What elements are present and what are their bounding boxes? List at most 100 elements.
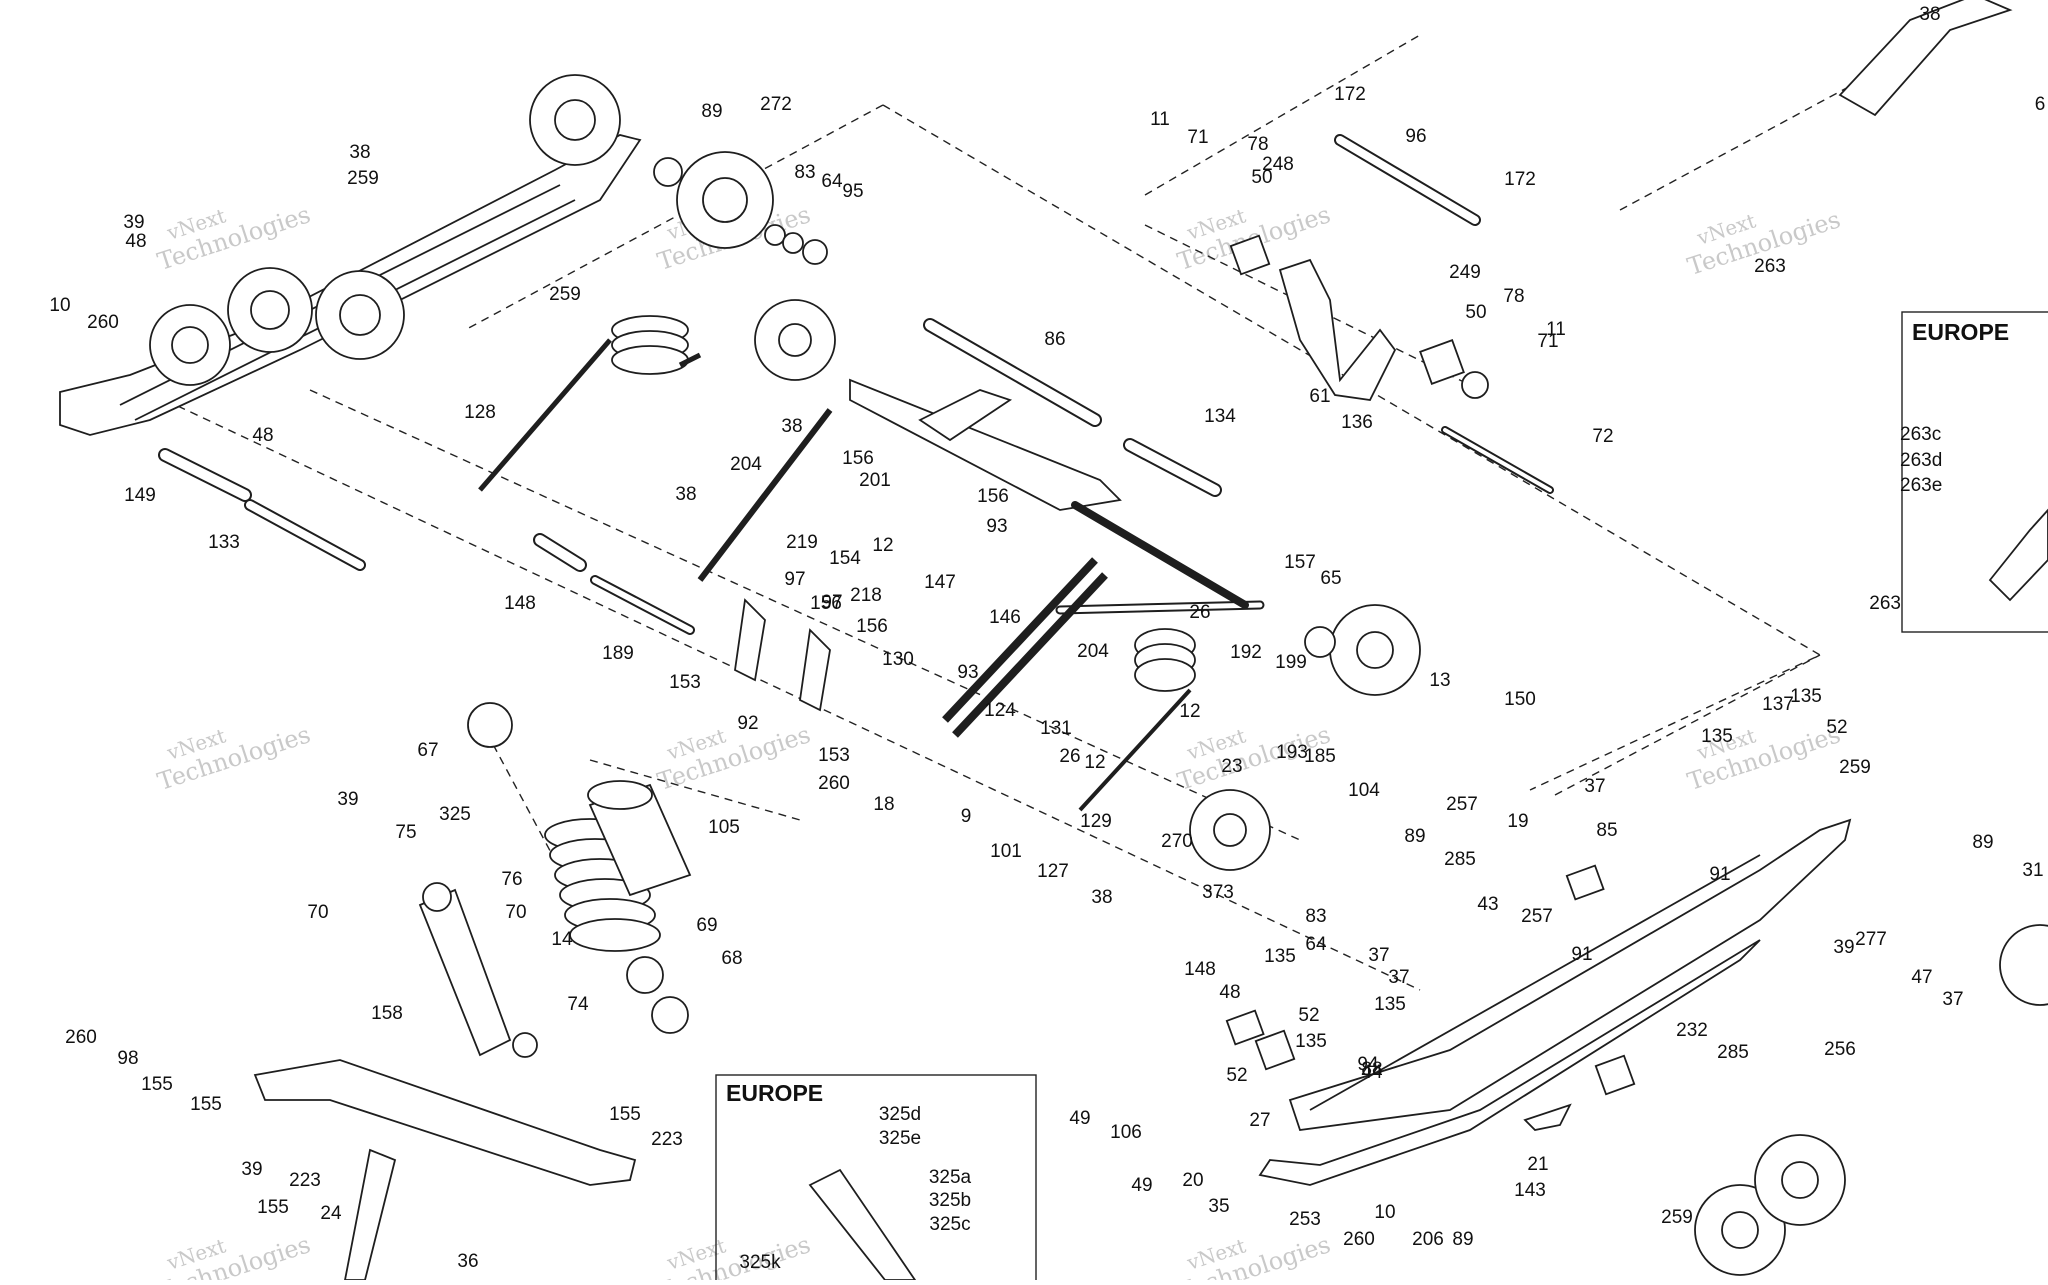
- part-callout: 38: [1919, 4, 1940, 25]
- part-callout: 91: [1571, 944, 1592, 965]
- part-callout: 85: [1596, 820, 1617, 841]
- part-callout: 189: [602, 643, 634, 664]
- part-callout: 135: [1374, 994, 1406, 1015]
- part-callout: 257: [1521, 906, 1553, 927]
- part-callout: 20: [1182, 1170, 1203, 1191]
- part-callout: 31: [2022, 860, 2043, 881]
- part-callout: 49: [1131, 1175, 1152, 1196]
- part-callout: 13: [1429, 670, 1450, 691]
- part-callout: 6: [2035, 94, 2046, 115]
- part-callout: 260: [65, 1027, 97, 1048]
- part-callout: 89: [1972, 832, 1993, 853]
- europe-inset-title: EUROPE: [726, 1080, 823, 1106]
- part-callout: 260: [1343, 1229, 1375, 1250]
- part-callout: 129: [1080, 811, 1112, 832]
- part-callout: 130: [882, 649, 914, 670]
- part-callout: 83: [794, 162, 815, 183]
- part-callout: 263: [1754, 256, 1786, 277]
- inset-callout: 325d: [879, 1104, 921, 1125]
- part-callout: 277: [1855, 929, 1887, 950]
- part-callout: 127: [1037, 861, 1069, 882]
- part-callout: 156: [842, 448, 874, 469]
- part-callout: 38: [781, 416, 802, 437]
- part-callout: 157: [1284, 552, 1316, 573]
- part-callout: 223: [289, 1170, 321, 1191]
- part-callout: 257: [1446, 794, 1478, 815]
- parts-artwork: [59, 0, 2048, 1281]
- part-callout: 260: [818, 773, 850, 794]
- part-callout: 9: [961, 806, 972, 827]
- part-callout: 26: [1059, 746, 1080, 767]
- part-callout: 270: [1161, 831, 1193, 852]
- part-callout: 70: [505, 902, 526, 923]
- part-callout: 259: [347, 168, 379, 189]
- part-callout: 38: [675, 484, 696, 505]
- part-callout: 65: [1320, 568, 1341, 589]
- part-callout: 37: [1368, 945, 1389, 966]
- part-callout: 52: [1298, 1005, 1319, 1026]
- part-callout: 95: [842, 181, 863, 202]
- part-callout: 285: [1717, 1042, 1749, 1063]
- part-callout: 38: [349, 142, 370, 163]
- part-callout: 72: [1592, 426, 1613, 447]
- part-callout: 204: [730, 454, 762, 475]
- part-callout: 219: [786, 532, 818, 553]
- part-callout: 93: [957, 662, 978, 683]
- part-callout: 98: [117, 1048, 138, 1069]
- part-callout: 135: [1701, 726, 1733, 747]
- part-callout: 75: [395, 822, 416, 843]
- part-callout: 259: [549, 284, 581, 305]
- part-callout: 135: [1790, 686, 1822, 707]
- part-callout: 61: [1309, 386, 1330, 407]
- part-callout: 88: [1361, 1059, 1382, 1080]
- part-callout: 325: [439, 804, 471, 825]
- part-callout: 86: [1044, 329, 1065, 350]
- part-callout: 69: [696, 915, 717, 936]
- part-callout: 52: [1226, 1065, 1247, 1086]
- part-callout: 52: [1826, 717, 1847, 738]
- part-callout: 37: [1388, 967, 1409, 988]
- part-callout: 89: [1404, 826, 1425, 847]
- part-callout: 248: [1262, 154, 1294, 175]
- part-callout: 24: [320, 1203, 342, 1224]
- part-callout: 260: [87, 312, 119, 333]
- part-callout: 96: [1405, 126, 1426, 147]
- part-callout: 156: [856, 616, 888, 637]
- part-callout: 48: [125, 231, 146, 252]
- part-callout: 156: [810, 593, 842, 614]
- part-callout: 218: [850, 585, 882, 606]
- part-callout: 47: [1911, 967, 1932, 988]
- part-callout: 12: [872, 535, 893, 556]
- europe-inset-title: EUROPE: [1912, 319, 2009, 345]
- part-callout: 39: [241, 1159, 262, 1180]
- part-callout: 172: [1504, 169, 1536, 190]
- inset-callout: 325a: [929, 1167, 972, 1188]
- part-callout: 259: [1661, 1207, 1693, 1228]
- part-callout: 155: [190, 1094, 222, 1115]
- part-callout: 259: [1839, 757, 1871, 778]
- part-callout: 158: [371, 1003, 403, 1024]
- part-callout: 10: [1374, 1202, 1395, 1223]
- part-callout: 153: [818, 745, 850, 766]
- part-callout: 104: [1348, 780, 1380, 801]
- part-callout: 50: [1465, 302, 1486, 323]
- part-callout: 135: [1264, 946, 1296, 967]
- part-callout: 285: [1444, 849, 1476, 870]
- part-callout: 137: [1762, 694, 1794, 715]
- part-callout: 48: [252, 425, 273, 446]
- part-callout: 11: [1546, 319, 1566, 340]
- part-callout: 71: [1187, 127, 1208, 148]
- part-callout: 67: [417, 740, 438, 761]
- part-callout: 201: [859, 470, 891, 491]
- part-callout: 272: [760, 94, 792, 115]
- part-callout: 14: [551, 929, 573, 950]
- part-callout: 249: [1449, 262, 1481, 283]
- part-callout: 70: [307, 902, 328, 923]
- part-callout: 19: [1507, 811, 1528, 832]
- part-callout: 35: [1208, 1196, 1229, 1217]
- part-callout: 192: [1230, 642, 1262, 663]
- part-callout: 97: [821, 592, 842, 613]
